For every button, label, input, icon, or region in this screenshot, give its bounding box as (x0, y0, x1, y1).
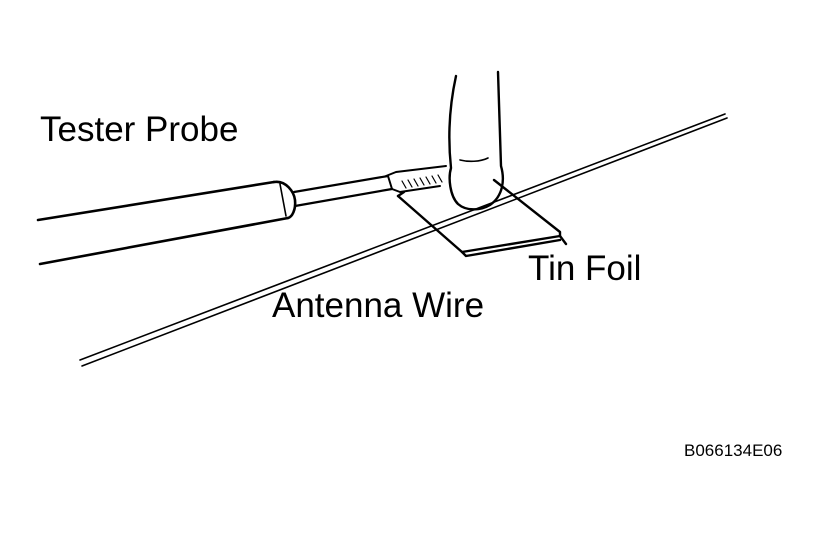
tester-probe-label: Tester Probe (40, 110, 239, 149)
finger (448, 70, 504, 211)
probe-tip-hatch (401, 174, 443, 189)
tester-probe (36, 165, 447, 266)
tin-foil (396, 178, 568, 258)
tin-foil-label: Tin Foil (528, 249, 642, 288)
figure-code: B066134E06 (684, 441, 783, 460)
antenna-wire (79, 113, 728, 367)
antenna-wire-label: Antenna Wire (272, 286, 485, 325)
